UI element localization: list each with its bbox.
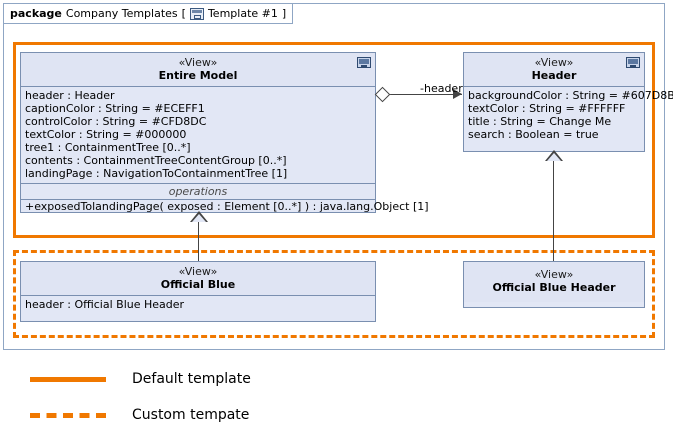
attribute-row: tree1 : ContainmentTree [0..*] [25,141,191,154]
legend-item-custom: Custom tempate [30,407,249,423]
view-icon [357,57,371,68]
class-header-entire-model: «View» Entire Model [21,53,375,87]
class-name: Header [531,69,577,82]
compartment-separator [21,183,375,184]
association-role-label: -header [420,82,463,95]
association-arrow-icon [453,89,462,99]
association-line [386,94,462,95]
operation-row: +exposedTolandingPage( exposed : Element… [25,200,429,213]
attribute-row: backgroundColor : String = #607D8B [468,89,673,102]
legend-swatch-solid [30,376,106,382]
class-header-official-blue-header: «View» Official Blue Header [464,262,644,302]
operations-label: operations [168,185,228,198]
class-stereotype: «View» [178,56,218,69]
default-template-region [13,42,655,238]
legend-label: Custom tempate [132,407,250,423]
legend-swatch-dashed [30,412,106,418]
package-keyword: package [10,7,62,20]
attribute-row: controlColor : String = #CFD8DC [25,115,207,128]
class-stereotype: «View» [534,268,574,281]
generalization-line-official-blue-header [553,160,554,261]
view-icon [626,57,640,68]
generalization-arrow-fill [547,153,561,161]
bracket-open: [ [181,7,186,20]
class-attributes-entire-model: header : Header captionColor : String = … [21,87,375,183]
class-header-header: «View» Header [464,53,644,87]
diagram-icon [189,7,204,20]
class-stereotype: «View» [534,56,574,69]
class-box-entire-model[interactable]: «View» Entire Model header : Header capt… [20,52,429,213]
package-tab: package Company Templates [ Template #1 … [3,3,294,24]
class-name: Official Blue Header [492,281,616,294]
class-box-official-blue-header[interactable]: «View» Official Blue Header [463,261,645,308]
compartment-separator [21,199,375,200]
class-stereotype: «View» [178,265,218,278]
legend-label: Default template [132,371,251,387]
class-attributes-header: backgroundColor : String = #607D8B textC… [464,87,673,144]
generalization-line-official-blue [198,221,199,261]
class-name: Official Blue [160,278,236,291]
attribute-row: header : Official Blue Header [25,298,185,311]
attribute-row: title : String = Change Me [468,115,612,128]
attribute-row: search : Boolean = true [468,128,599,141]
bracket-close: ] [281,7,287,20]
class-box-official-blue[interactable]: «View» Official Blue header : Official B… [20,261,376,322]
diagram-name: Template #1 [207,7,278,20]
attribute-row: textColor : String = #000000 [25,128,187,141]
attribute-row: textColor : String = #FFFFFF [468,102,626,115]
legend-item-default: Default template [30,371,251,387]
class-header-official-blue: «View» Official Blue [21,262,375,296]
attribute-row: landingPage : NavigationToContainmentTre… [25,167,288,180]
attribute-row: captionColor : String = #ECEFF1 [25,102,205,115]
class-attributes-official-blue: header : Official Blue Header [21,296,375,314]
package-name: Company Templates [65,7,178,20]
class-box-header[interactable]: «View» Header backgroundColor : String =… [463,52,673,152]
class-name: Entire Model [158,69,238,82]
generalization-arrow-fill [192,214,206,222]
attribute-row: contents : ContainmentTreeContentGroup [… [25,154,287,167]
attribute-row: header : Header [25,89,115,102]
custom-template-region [13,250,655,338]
